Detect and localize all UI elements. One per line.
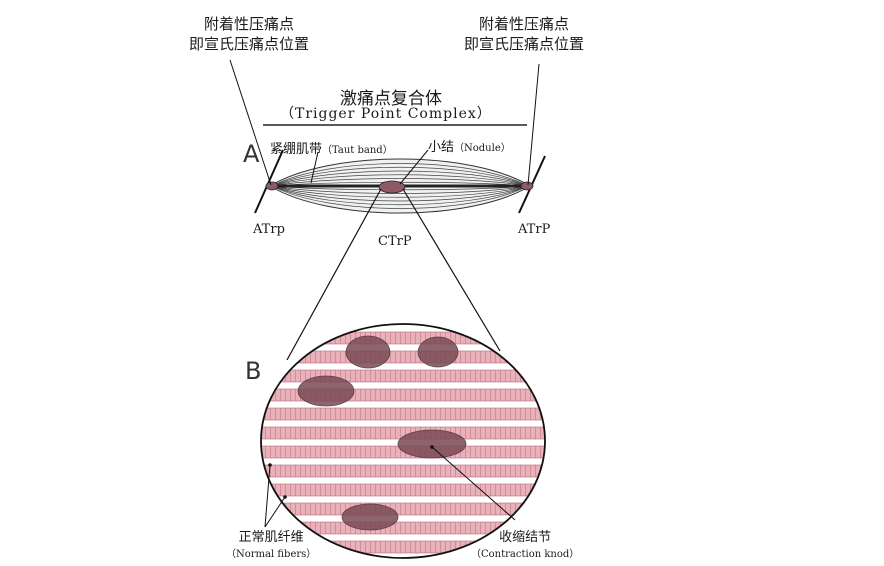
nodule-label: 小结（Nodule） — [428, 136, 511, 155]
atrp-note-left: 附着性压痛点 即宣氏压痛点位置 — [189, 14, 309, 54]
leader-contraction-knot — [431, 446, 516, 521]
atrp-left-label: ATrp — [253, 222, 285, 237]
normal-fibers-en: （Normal fibers） — [226, 549, 317, 560]
panel-b-letter: B — [245, 357, 262, 385]
atrp-right-label: ATrP — [518, 222, 551, 237]
ctrp-nodule — [378, 180, 406, 194]
attachment-line-left — [254, 149, 284, 214]
leader-right-note — [527, 63, 540, 186]
leader-normal-fibers-1 — [264, 464, 271, 528]
atrp-right-node — [520, 181, 534, 191]
atrp-note-right: 附着性压痛点 即宣氏压痛点位置 — [464, 14, 584, 54]
taut-band-label: 紧绷肌带（Taut band） — [270, 138, 393, 157]
zoom-line-right — [402, 188, 501, 352]
fiber-magnification — [260, 323, 546, 559]
title-zh: 激痛点复合体 — [340, 89, 442, 109]
atrp-note-right-line-2: 即宣氏压痛点位置 — [464, 35, 585, 53]
panel-a-letter: A — [243, 140, 260, 168]
fiber-pointer-dot-1 — [268, 463, 272, 467]
knot-pointer-dot — [430, 445, 434, 449]
nodule-zh: 小结 — [428, 140, 455, 155]
taut-band-zh: 紧绷肌带 — [270, 142, 323, 157]
nodule-en: （Nodule） — [454, 143, 511, 154]
leader-normal-fibers-2 — [264, 496, 286, 528]
leader-taut-band — [310, 151, 319, 184]
atrp-note-left-line-2: 即宣氏压痛点位置 — [189, 35, 310, 53]
normal-fibers-zh: 正常肌纤维 — [238, 530, 304, 545]
title-en: （Trigger Point Complex） — [280, 106, 492, 122]
leader-nodule — [399, 149, 429, 185]
contraction-knot-en: （Contraction knod） — [471, 549, 580, 560]
atrp-note-left-line-1: 附着性压痛点 — [204, 15, 295, 33]
leader-left-note — [229, 59, 272, 186]
fiber-pointer-dot-2 — [283, 495, 287, 499]
normal-fibers-label: 正常肌纤维 （Normal fibers） — [226, 526, 316, 560]
atrp-left-node — [265, 181, 279, 191]
atrp-note-right-line-1: 附着性压痛点 — [479, 15, 570, 33]
contraction-knot-label: 收缩结节 （Contraction knod） — [471, 526, 579, 560]
zoom-line-left — [286, 188, 382, 361]
contraction-knot-zh: 收缩结节 — [499, 530, 552, 545]
ctrp-label: CTrP — [378, 234, 412, 249]
taut-band-en: （Taut band） — [322, 145, 393, 156]
